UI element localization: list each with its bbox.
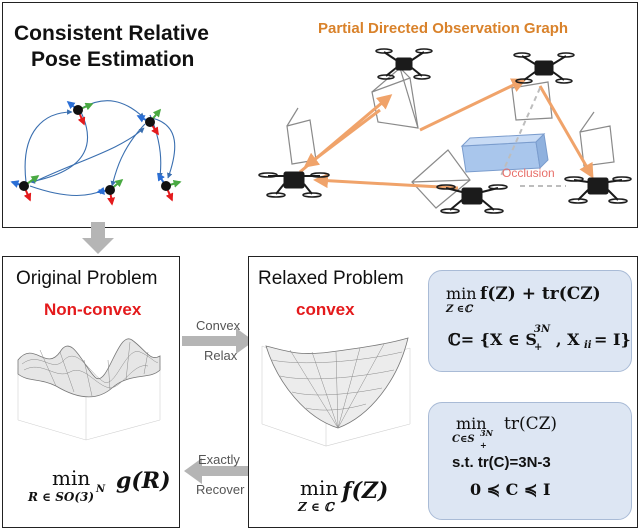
original-formula-min: min xyxy=(52,466,91,490)
obs-edge xyxy=(313,173,459,190)
original-formula-sup: N xyxy=(96,484,106,495)
obs-edge xyxy=(538,85,594,179)
observation-edges xyxy=(299,78,594,190)
relaxed-formula: min Z ∈ ℂ f(Z) xyxy=(296,476,416,524)
occlusion-block xyxy=(460,132,549,173)
recover-label: Recover xyxy=(196,482,245,497)
title-line1: Consistent Relative xyxy=(14,22,209,45)
dual-st-line: s.t. tr(C)=3N-3 xyxy=(452,454,551,471)
exactly-label: Exactly xyxy=(198,452,240,467)
primal-formula: min Z ∈ℂ f(Z) + tr(CZ) ℂ= {X ∈ S 3N + , … xyxy=(444,280,631,370)
primal-sub: Z ∈ℂ xyxy=(446,304,473,315)
convex-relax-arrow-icon xyxy=(182,328,254,354)
dual-objective: tr(CZ) xyxy=(504,414,558,434)
dual-bound-line: 0 ≼ C ≼ I xyxy=(470,480,551,499)
dual-formula-box xyxy=(428,402,632,520)
primal-min: min xyxy=(446,284,477,303)
non-convex-label: Non-convex xyxy=(44,300,142,319)
pose-frame xyxy=(157,172,182,202)
drones xyxy=(258,48,632,214)
frustum xyxy=(511,81,553,121)
dual-sub-sup: 3N xyxy=(480,428,493,438)
original-formula: min R ∈ SO(3) N g(R) xyxy=(28,466,178,516)
edge xyxy=(151,117,176,179)
pose-frame xyxy=(10,175,40,202)
convex-label: Convex xyxy=(196,318,241,333)
dual-formula: min C∈S 3N + tr(CZ) s.t. tr(C)=3N-3 0 ≼ … xyxy=(440,410,630,520)
pose-frame xyxy=(96,178,124,206)
dual-sub: C∈S xyxy=(452,434,475,445)
pose-frames xyxy=(10,101,182,206)
primal-formula-box xyxy=(428,270,632,372)
relax-label: Relax xyxy=(204,348,238,363)
relaxed-formula-objective: f(Z) xyxy=(342,478,389,504)
primal-set-ii: ii xyxy=(584,340,592,351)
dual-min: min xyxy=(456,414,487,433)
obs-edge xyxy=(303,108,381,168)
relaxed-problem-title: Relaxed Problem xyxy=(258,268,404,289)
title-line2: Pose Estimation xyxy=(31,48,195,71)
blocked-edge xyxy=(499,87,541,179)
original-problem-title: Original Problem xyxy=(16,268,158,289)
camera-frustums xyxy=(286,67,615,209)
pose-frame xyxy=(66,101,94,126)
primal-set-sup: 3N xyxy=(534,324,551,335)
exactly-recover-arrow-icon xyxy=(184,458,256,484)
primal-set-rest: , X xyxy=(556,330,580,349)
drone-icon xyxy=(258,171,330,198)
surface-mesh xyxy=(17,338,161,398)
drone-icon xyxy=(436,184,508,214)
drone-icon xyxy=(564,176,632,204)
pose-frame xyxy=(136,108,162,136)
primal-objective: f(Z) + tr(CZ) xyxy=(480,284,601,304)
primal-set-end: = I} xyxy=(594,330,631,349)
graph-title: Partial Directed Observation Graph xyxy=(318,20,569,37)
edge xyxy=(110,123,146,187)
relaxed-formula-sub: Z ∈ ℂ xyxy=(298,500,334,514)
primal-set-def: ℂ= {X ∈ S xyxy=(448,330,537,349)
occlusion-label: Occlusion xyxy=(502,166,555,180)
down-arrow-icon xyxy=(82,222,114,254)
original-formula-sub: R ∈ SO(3) xyxy=(28,490,95,504)
frustum xyxy=(579,125,615,167)
edge xyxy=(24,109,73,183)
primal-set-subplus: + xyxy=(534,342,543,353)
drone-icon xyxy=(513,52,575,84)
drone-icon xyxy=(375,48,433,80)
convex-label-red: convex xyxy=(296,300,355,319)
obs-edge xyxy=(419,78,527,132)
dual-sub-plus: + xyxy=(480,440,487,450)
relaxed-formula-min: min xyxy=(300,476,339,500)
original-formula-objective: g(R) xyxy=(116,468,171,494)
